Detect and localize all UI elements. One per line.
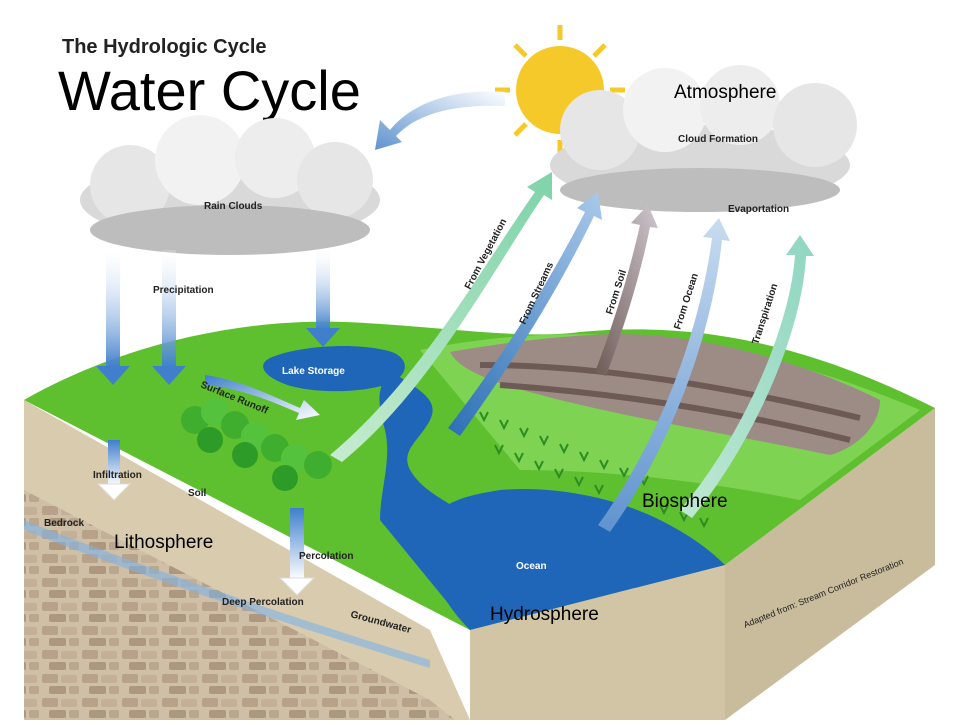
deep-percolation-label: Deep Percolation <box>222 597 304 608</box>
soil-stripe-2 <box>499 382 851 443</box>
hydrosphere-label: Hydrosphere <box>490 604 599 625</box>
evaporation-label: Evaportation <box>728 204 789 215</box>
surface-runoff-arrow <box>205 375 320 420</box>
formation-cloud-icon <box>550 65 857 212</box>
biosphere-label: Biosphere <box>642 491 728 512</box>
ground-front-right <box>470 565 725 720</box>
subtitle: The Hydrologic Cycle <box>62 36 267 58</box>
transpiration-arrow <box>680 235 814 518</box>
infiltration-label: Infiltration <box>93 470 142 481</box>
page-title: Water Cycle <box>58 59 361 122</box>
from-ocean-arrow <box>598 218 730 532</box>
transpiration-label: Transpiration <box>750 282 780 346</box>
percolation-label: Percolation <box>299 551 353 562</box>
ocean-label: Ocean <box>516 561 547 572</box>
tree-grove <box>181 398 332 491</box>
bedrock-label: Bedrock <box>44 518 84 529</box>
from-streams-arrow <box>448 192 602 436</box>
rain-clouds-label: Rain Clouds <box>204 201 263 212</box>
atmosphere-label: Atmosphere <box>674 82 776 103</box>
sun-to-rain-arrow <box>375 91 505 150</box>
percolation-arrow <box>278 508 316 596</box>
lake <box>263 346 405 392</box>
grass-tufts <box>479 411 709 529</box>
soil-label: Soil <box>188 488 207 499</box>
cloud-formation-label: Cloud Formation <box>678 134 758 145</box>
groundwater-strip <box>24 520 430 668</box>
precipitation-label: Precipitation <box>153 285 214 296</box>
lithosphere-label: Lithosphere <box>114 532 213 553</box>
soil-stripe-1 <box>479 362 861 421</box>
from-soil-arrow <box>595 205 658 376</box>
from-vegetation-arrow <box>330 172 552 462</box>
precipitation-arrows <box>96 250 340 385</box>
infiltration-arrow <box>96 440 132 501</box>
ground-right-side <box>725 408 935 720</box>
rain-cloud-icon <box>80 115 380 255</box>
lake-storage-label: Lake Storage <box>282 366 345 377</box>
ocean <box>427 489 725 630</box>
